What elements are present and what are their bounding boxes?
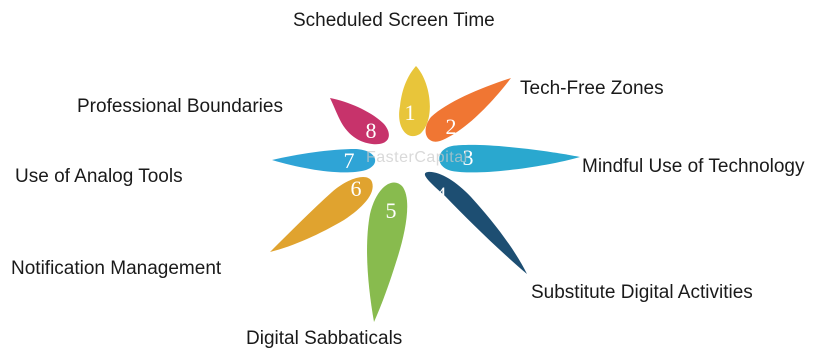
- petal-5-number: 5: [386, 198, 397, 223]
- petal-1-shape: [399, 66, 430, 137]
- petal-2-number: 2: [446, 114, 457, 139]
- petal-7-shape: [272, 149, 376, 173]
- petal-3-shape: [439, 144, 580, 173]
- watermark-text: FasterCapital: [366, 149, 468, 166]
- petal-3: 3: [439, 144, 580, 173]
- petal-4-number: 4: [436, 182, 447, 207]
- petal-4: 4: [424, 171, 527, 274]
- petal-2-shape: [425, 78, 511, 142]
- petal-1: 1: [399, 66, 430, 137]
- petal-6: 6: [270, 176, 373, 252]
- petal-7-number: 7: [344, 148, 355, 173]
- label-8: Professional Boundaries: [77, 96, 283, 117]
- petal-8-shape: [330, 98, 389, 145]
- label-3: Mindful Use of Technology: [582, 156, 805, 177]
- petal-1-number: 1: [405, 100, 416, 125]
- petal-4-shape: [424, 171, 527, 274]
- petal-6-number: 6: [351, 176, 362, 201]
- petal-7: 7: [272, 148, 376, 173]
- petal-5-shape: [367, 182, 408, 322]
- petal-8-number: 8: [366, 118, 377, 143]
- label-4: Substitute Digital Activities: [531, 282, 753, 303]
- label-1: Scheduled Screen Time: [293, 10, 495, 31]
- petal-8: 8: [330, 98, 389, 145]
- petal-6-shape: [270, 177, 373, 252]
- label-7: Use of Analog Tools: [15, 166, 183, 187]
- petal-3-number: 3: [463, 145, 474, 170]
- petal-2: 2: [425, 78, 511, 142]
- label-5: Digital Sabbaticals: [246, 328, 403, 349]
- label-6: Notification Management: [11, 258, 222, 279]
- label-2: Tech-Free Zones: [520, 78, 664, 99]
- petal-5: 5: [367, 182, 408, 322]
